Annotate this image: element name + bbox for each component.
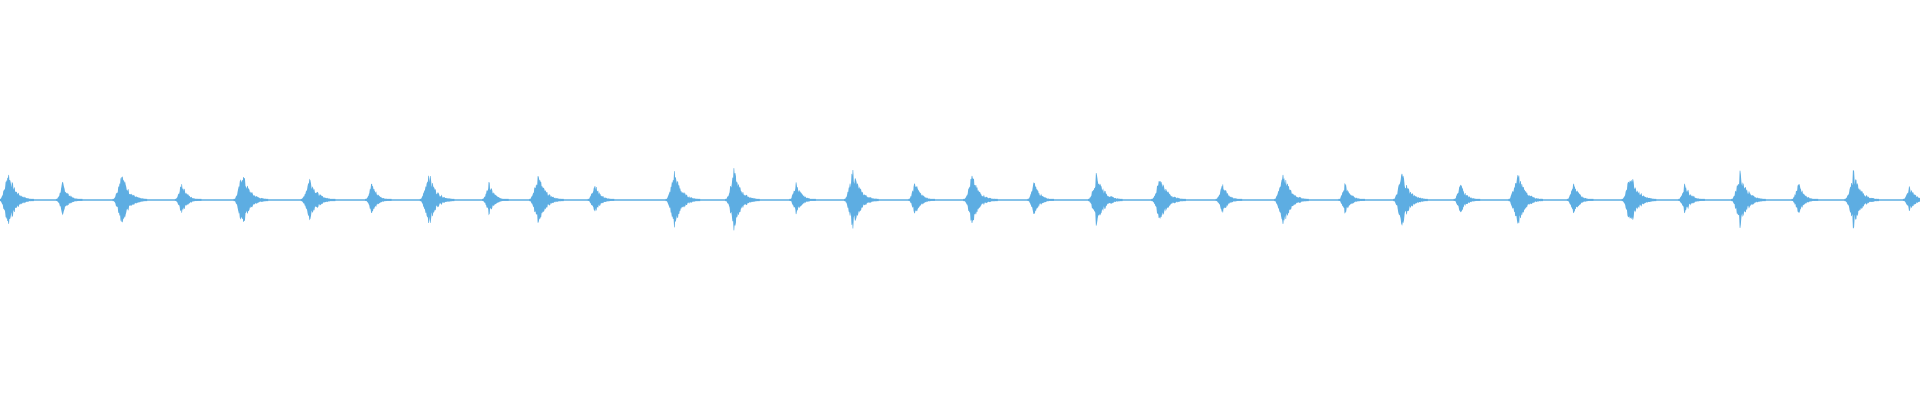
waveform-burst	[1791, 183, 1819, 213]
waveform-burst	[1027, 182, 1054, 215]
waveform-burst	[112, 176, 148, 223]
waveform-burst	[1621, 179, 1657, 220]
waveform-burst	[1274, 174, 1309, 224]
waveform-burst	[908, 183, 935, 214]
waveform-burst	[1902, 186, 1920, 211]
waveform-burst	[1678, 183, 1705, 214]
waveform-burst	[1088, 172, 1123, 226]
waveform-burst	[0, 174, 34, 224]
waveform-burst	[725, 168, 760, 231]
waveform-burst	[55, 181, 83, 216]
waveform-burst	[1566, 183, 1594, 214]
waveform-burst	[1215, 184, 1243, 213]
waveform-burst	[174, 184, 202, 213]
waveform-burst	[419, 175, 455, 224]
waveform-burst	[844, 169, 879, 229]
waveform-burst	[482, 181, 509, 216]
waveform-burst	[365, 183, 392, 213]
waveform-burst	[1844, 170, 1879, 229]
waveform-burst	[1453, 184, 1481, 213]
waveform-burst	[1731, 170, 1766, 228]
waveform-burst	[789, 182, 816, 215]
waveform-burst	[300, 178, 336, 221]
waveform-burst	[587, 186, 615, 212]
waveform-burst	[529, 176, 564, 223]
waveform-burst	[233, 176, 269, 222]
waveform-burst	[1508, 175, 1543, 224]
waveform-bursts	[0, 168, 1920, 231]
waveform-burst	[665, 171, 701, 228]
waveform-burst	[1393, 173, 1428, 226]
waveform-burst	[1151, 181, 1186, 220]
waveform-burst	[1338, 183, 1365, 214]
waveform-burst	[963, 175, 998, 223]
